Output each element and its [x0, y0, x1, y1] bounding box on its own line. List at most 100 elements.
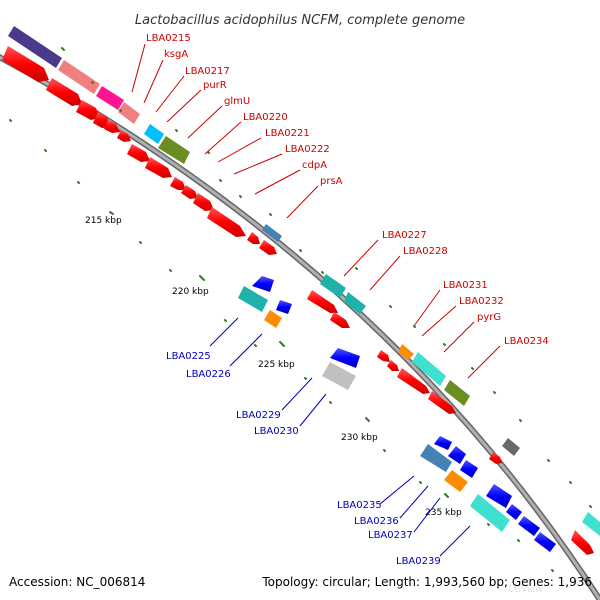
tick-mark [109, 211, 114, 215]
cds-forward [330, 312, 350, 328]
leader-line [399, 485, 429, 519]
tick-mark [547, 459, 550, 462]
cds-forward [489, 452, 502, 464]
gene-label-forward[interactable]: LBA0221 [265, 128, 310, 139]
gene-label-forward[interactable]: cdpA [302, 160, 327, 171]
tick-mark [254, 344, 257, 347]
tick-mark [169, 269, 172, 272]
gene-label-forward[interactable]: glmU [224, 96, 250, 107]
leader-line [131, 43, 146, 93]
leader-line [379, 475, 415, 505]
watermark: CGView [508, 585, 543, 595]
accession-label: Accession: NC_006814 [9, 575, 145, 589]
tick-mark [91, 81, 94, 84]
tick-mark [419, 481, 422, 484]
gene-label-forward[interactable]: LBA0220 [243, 112, 288, 123]
topology-label: Topology: circular; Length: 1,993,560 bp… [261, 575, 592, 589]
gene-label-forward[interactable]: ksgA [164, 49, 188, 60]
gene-label-reverse[interactable]: LBA0235 [337, 500, 382, 511]
cog-feature [502, 438, 520, 456]
gene-label-forward[interactable]: purR [203, 80, 227, 91]
cds-forward [76, 100, 100, 120]
tick-mark [589, 505, 592, 508]
cog-feature [262, 224, 282, 242]
cog-feature [8, 26, 62, 68]
tick-mark [517, 539, 520, 542]
cds-reverse [460, 460, 478, 478]
cog-forward-track [8, 26, 600, 536]
gene-label-reverse[interactable]: LBA0239 [396, 556, 441, 567]
scale-labels: 215 kbp 220 kbp 225 kbp 230 kbp 235 kbp [85, 216, 462, 518]
cds-reverse [518, 516, 540, 536]
gene-label-forward[interactable]: LBA0231 [443, 280, 488, 291]
leader-line [439, 525, 471, 557]
leader-line [204, 121, 242, 155]
leader-line [254, 169, 301, 195]
tick-mark [487, 523, 490, 526]
cog-feature [582, 512, 600, 536]
scale-label: 235 kbp [425, 508, 462, 518]
gene-label-reverse[interactable]: LBA0225 [166, 351, 211, 362]
tick-mark [9, 119, 12, 122]
gene-label-forward[interactable]: LBA0222 [285, 144, 330, 155]
cds-forward [104, 120, 120, 133]
reverse-leader-lines [209, 317, 471, 557]
gene-label-reverse[interactable]: LBA0230 [254, 426, 299, 437]
cog-feature [118, 102, 140, 124]
cds-forward [307, 290, 338, 313]
cds-forward [193, 193, 214, 211]
cds-reverse [276, 300, 292, 314]
gene-label-reverse[interactable]: LBA0237 [368, 530, 413, 541]
gene-label-forward[interactable]: LBA0227 [382, 230, 427, 241]
gene-label-reverse[interactable]: LBA0236 [354, 516, 399, 527]
cog-feature [238, 286, 268, 312]
tick-mark [77, 181, 80, 184]
gene-label-reverse[interactable]: LBA0226 [186, 369, 231, 380]
scale-label: 225 kbp [258, 360, 295, 370]
tick-mark [569, 481, 572, 484]
cds-forward [571, 530, 594, 555]
tick-mark [551, 569, 554, 572]
cog-feature [264, 310, 282, 328]
gene-label-forward[interactable]: prsA [320, 176, 343, 187]
leader-line [286, 185, 319, 219]
tick-mark [207, 151, 210, 154]
cds-forward [181, 185, 198, 199]
gene-label-forward[interactable]: LBA0228 [403, 246, 448, 257]
gene-label-forward[interactable]: LBA0232 [459, 296, 504, 307]
cds-reverse [486, 484, 512, 508]
gene-label-forward[interactable]: LBA0215 [146, 33, 191, 44]
cog-feature [158, 136, 190, 164]
tick-mark [269, 213, 272, 216]
leader-line [217, 137, 262, 163]
tick-mark [175, 129, 178, 132]
gene-label-reverse[interactable]: LBA0229 [236, 410, 281, 421]
leader-line [155, 75, 185, 113]
cds-reverse [252, 276, 274, 292]
cog-feature [58, 60, 100, 94]
gene-label-forward[interactable]: LBA0217 [185, 66, 230, 77]
scale-label: 215 kbp [85, 216, 122, 226]
forward-strand-track [2, 46, 594, 555]
cds-reverse [330, 348, 360, 368]
cog-feature [412, 352, 446, 386]
tick-mark [321, 271, 324, 274]
forward-gene-labels: LBA0215 ksgA LBA0217 purR glmU LBA0220 L… [146, 33, 549, 347]
leader-line [281, 377, 313, 411]
gene-label-forward[interactable]: pyrG [477, 312, 501, 323]
tick-mark [383, 449, 386, 452]
cog-feature [470, 494, 510, 532]
cds-forward [397, 368, 430, 394]
tick-mark [44, 149, 47, 152]
cog-feature [96, 86, 124, 110]
gene-label-forward[interactable]: LBA0234 [504, 336, 549, 347]
leader-line [166, 89, 202, 123]
tick-mark [304, 377, 307, 380]
cds-forward [387, 360, 399, 371]
reverse-gene-labels: LBA0225 LBA0226 LBA0229 LBA0230 LBA0235 … [166, 351, 441, 567]
tick-mark [329, 401, 332, 404]
tick-mark [139, 241, 142, 244]
tick-mark [279, 341, 285, 347]
cog-feature [398, 344, 414, 360]
